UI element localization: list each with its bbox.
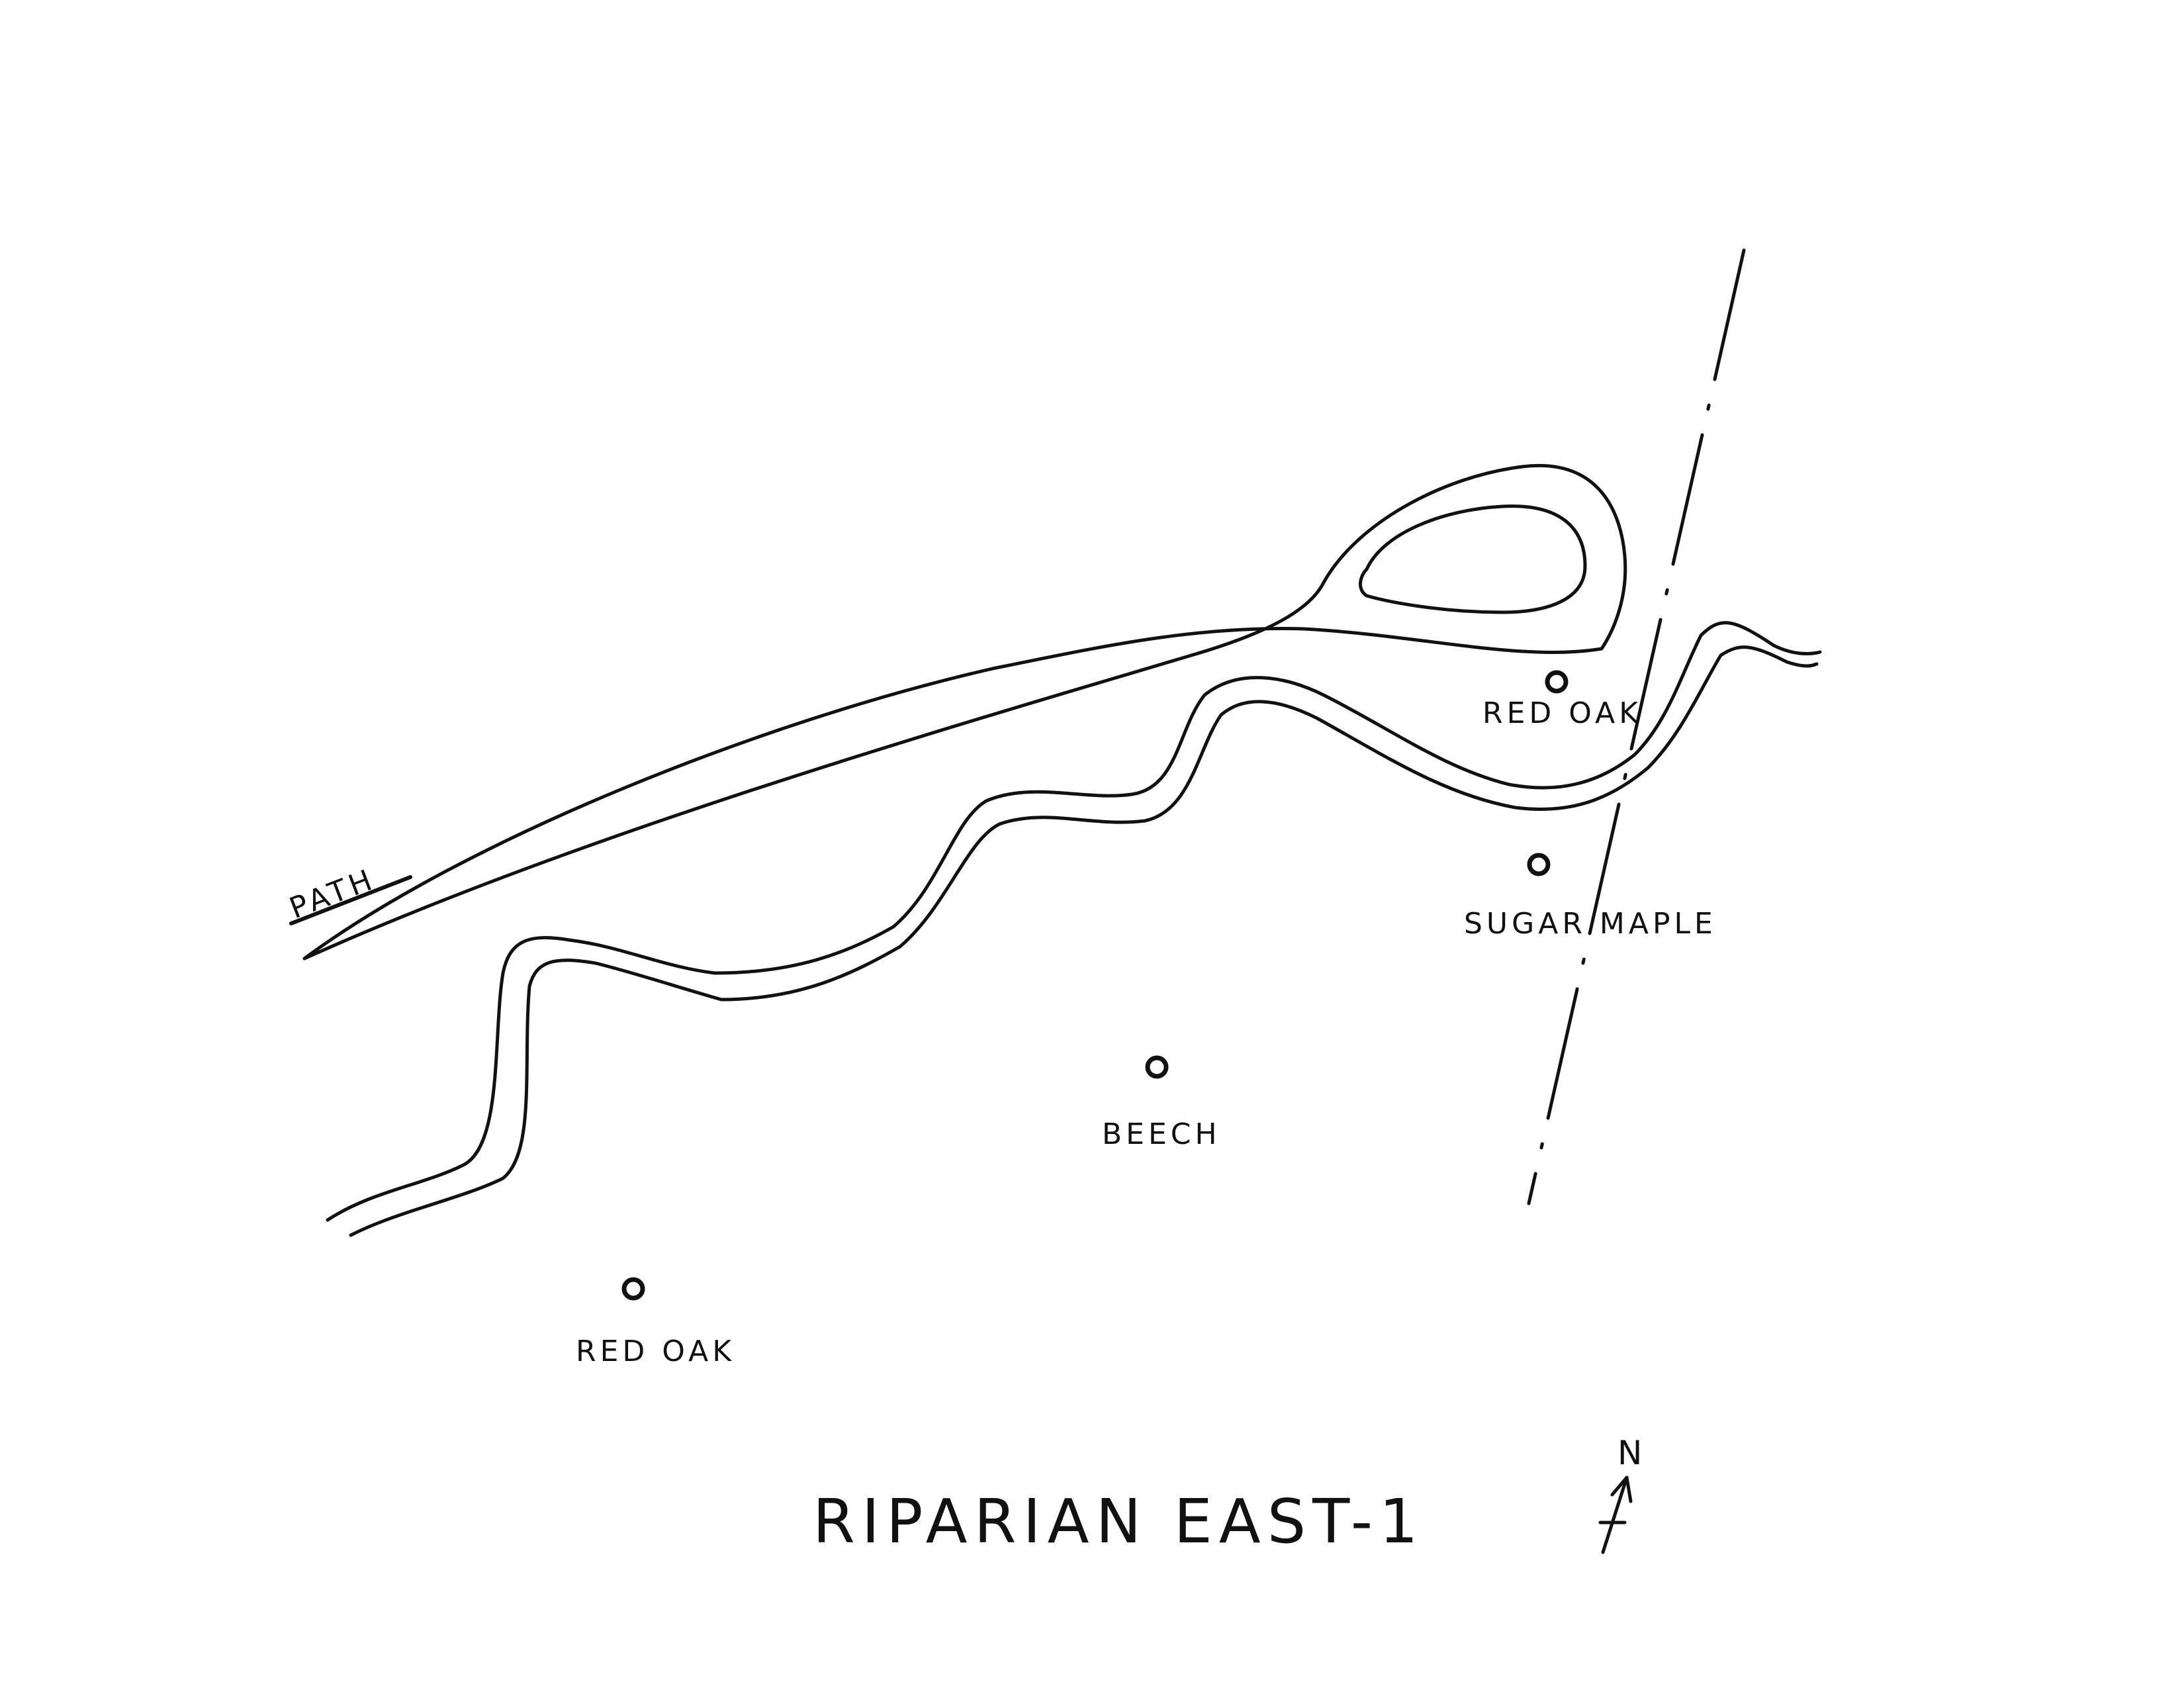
tree-label-red-oak-south: RED OAK — [576, 1335, 735, 1368]
tree-label-red-oak-north: RED OAK — [1482, 696, 1642, 730]
tree-marker-sugar-maple — [1527, 853, 1551, 876]
tree-marker-red-oak-north — [1545, 670, 1569, 694]
stream — [326, 621, 1822, 1237]
map-title: RIPARIAN EAST-1 — [813, 1486, 1425, 1557]
north-arrow-icon — [1598, 1476, 1633, 1554]
tree-label-beech: BEECH — [1102, 1117, 1221, 1151]
path-trail — [289, 463, 1627, 961]
tree-marker-red-oak-south — [621, 1277, 645, 1301]
tree-marker-beech — [1145, 1055, 1169, 1079]
north-label: N — [1617, 1434, 1646, 1472]
boundary-line — [1527, 248, 1746, 1205]
tree-label-sugar-maple: SUGAR MAPLE — [1464, 907, 1717, 941]
